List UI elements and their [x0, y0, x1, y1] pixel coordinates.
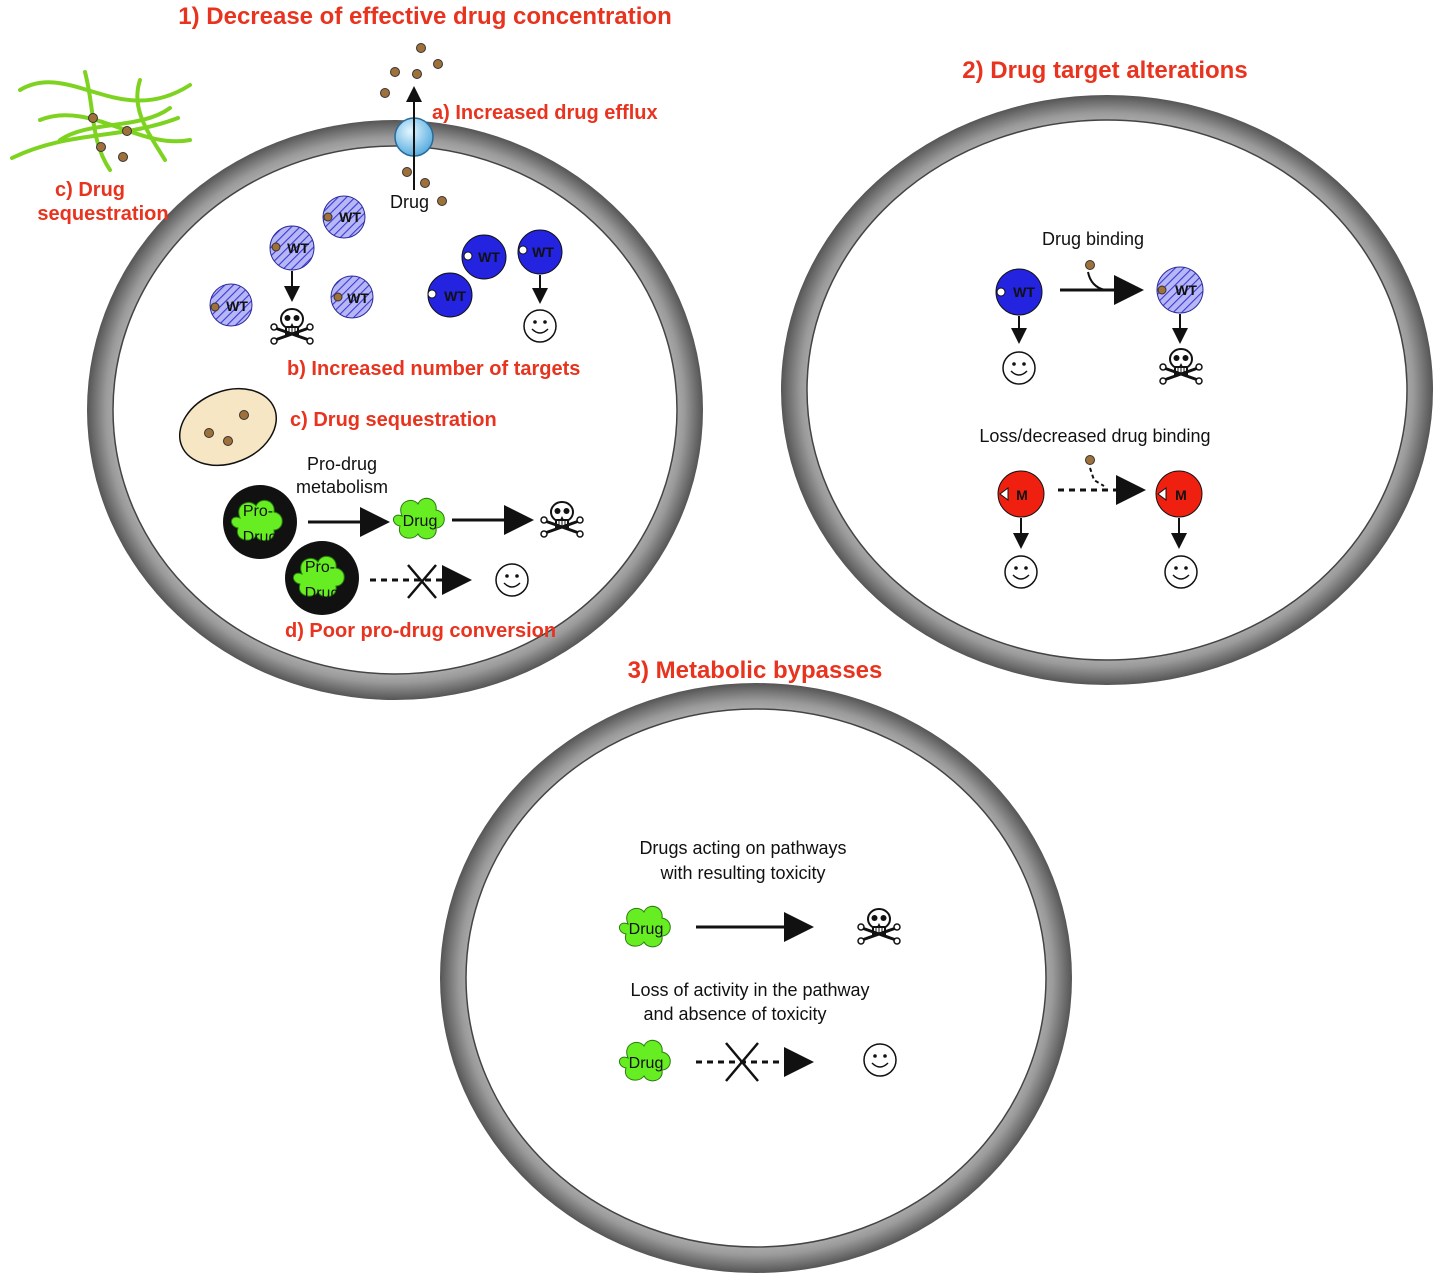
- svg-text:WT: WT: [339, 209, 361, 225]
- efflux-label: a) Increased drug efflux: [432, 102, 658, 124]
- loss-label-1: Loss of activity in the pathway: [630, 980, 869, 1000]
- svg-text:Drug: Drug: [305, 585, 340, 602]
- p2-drug-dot-2: [1085, 455, 1095, 465]
- smiley-icon-3: [1002, 351, 1036, 385]
- svg-text:WT: WT: [1175, 282, 1197, 298]
- cell-panel-3: [440, 683, 1072, 1273]
- sequestration-label: c) Drug sequestration: [290, 409, 497, 431]
- svg-text:Drug: Drug: [629, 1055, 664, 1072]
- loss-binding-label: Loss/decreased drug binding: [979, 426, 1210, 446]
- ext-sequestration-label-1: c) Drug: [55, 179, 125, 201]
- svg-text:M: M: [1016, 487, 1028, 503]
- matrix-fibers: [10, 70, 192, 172]
- smiley-icon-5: [1164, 555, 1198, 589]
- block-x-2: [725, 1042, 759, 1082]
- free-target-2: WT: [427, 272, 473, 318]
- prodrug-metab-label-2: metabolism: [296, 477, 388, 497]
- svg-text:WT: WT: [347, 290, 369, 306]
- p2-mutant-target-2: M: [1155, 470, 1203, 518]
- p3-drug-blob-1: Drug: [618, 905, 671, 948]
- svg-text:Drug: Drug: [403, 513, 438, 530]
- p2-mutant-target-1: M: [997, 470, 1045, 518]
- svg-text:WT: WT: [444, 288, 466, 304]
- loss-label-2: and absence of toxicity: [643, 1004, 826, 1024]
- title-panel-3: 3) Metabolic bypasses: [628, 657, 883, 684]
- ext-sequestration-label-2: sequestration: [37, 203, 168, 225]
- efflux-dots: [380, 43, 447, 206]
- prodrug-1: Pro- Drug: [223, 485, 297, 559]
- p2-drug-dot-1: [1085, 260, 1095, 270]
- title-panel-1: 1) Decrease of effective drug concentrat…: [178, 3, 671, 30]
- p3-drug-blob-2: Drug: [618, 1039, 671, 1082]
- svg-text:WT: WT: [532, 244, 554, 260]
- smiley-icon-2: [495, 563, 529, 597]
- svg-text:Pro-: Pro-: [305, 559, 335, 576]
- svg-text:WT: WT: [1013, 284, 1035, 300]
- drug-blob-1: Drug: [392, 497, 445, 540]
- matrix-drug-dots: [88, 113, 132, 162]
- smiley-icon-6: [863, 1043, 897, 1077]
- svg-text:WT: WT: [226, 298, 248, 314]
- smiley-icon: [523, 309, 557, 343]
- bound-target-2: WT: [269, 225, 315, 271]
- sequestration-vesicle: [178, 387, 278, 467]
- drug-label: Drug: [390, 192, 429, 212]
- toxic-label-2: with resulting toxicity: [659, 863, 825, 883]
- svg-text:WT: WT: [478, 249, 500, 265]
- bound-target-4: WT: [330, 275, 374, 319]
- toxic-label-1: Drugs acting on pathways: [639, 838, 846, 858]
- p2-wt-target: WT: [995, 268, 1043, 316]
- poor-conversion-label: d) Poor pro-drug conversion: [285, 620, 556, 642]
- bound-target-1: WT: [322, 195, 366, 239]
- binding-label: Drug binding: [1042, 229, 1144, 249]
- bound-target-3: WT: [209, 283, 253, 327]
- block-x-1: [407, 564, 437, 599]
- free-target-3: WT: [517, 229, 563, 275]
- svg-text:Drug: Drug: [629, 921, 664, 938]
- smiley-icon-4: [1004, 555, 1038, 589]
- prodrug-metab-label-1: Pro-drug: [307, 454, 377, 474]
- svg-text:M: M: [1175, 487, 1187, 503]
- svg-text:Drug: Drug: [243, 529, 278, 546]
- title-panel-2: 2) Drug target alterations: [962, 57, 1247, 84]
- svg-text:WT: WT: [287, 240, 309, 256]
- targets-label: b) Increased number of targets: [287, 358, 580, 380]
- free-target-1: WT: [461, 234, 507, 280]
- cell-panel-2: [781, 95, 1433, 685]
- p2-bound-target: WT: [1156, 266, 1204, 314]
- svg-text:Pro-: Pro-: [243, 503, 273, 520]
- prodrug-2: Pro- Drug: [285, 541, 359, 615]
